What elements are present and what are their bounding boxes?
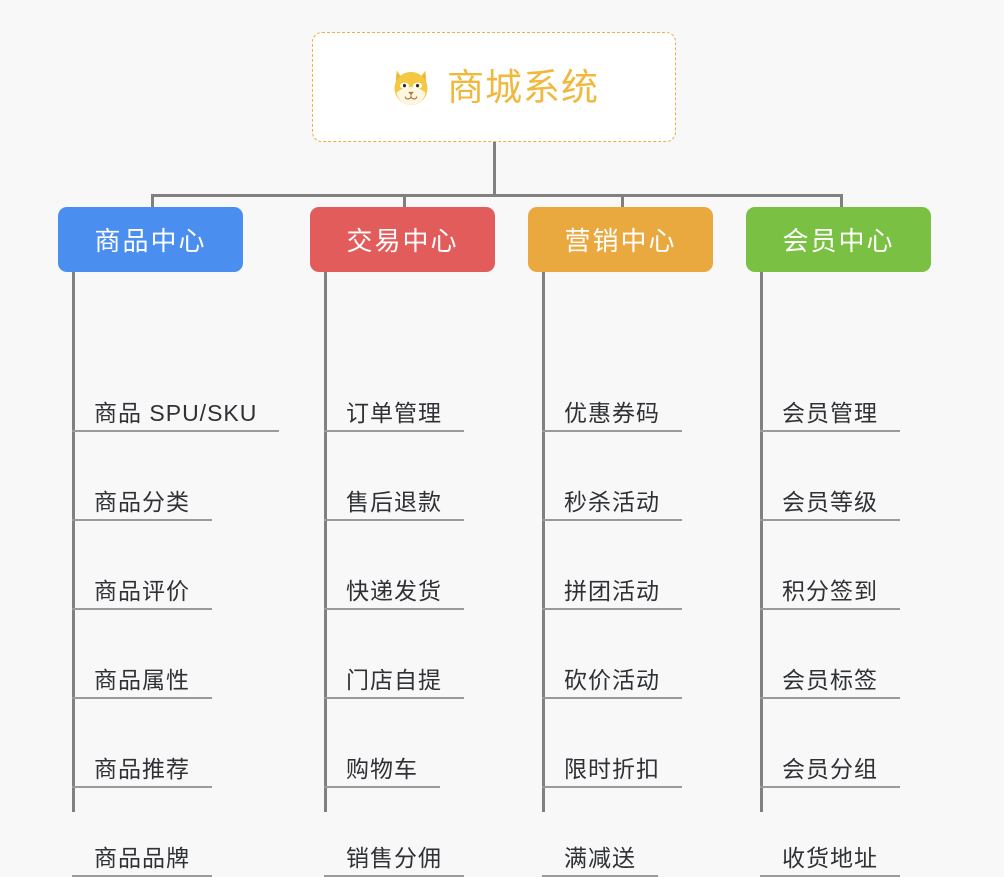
leaf-label: 购物车 — [346, 755, 418, 782]
root-title: 商城系统 — [447, 66, 599, 108]
mindmap-canvas: 商城系统 商品中心 商品 SPU/SKU 商品分类 商品评价 商品属性 — [58, 32, 931, 877]
leaf-label: 积分签到 — [782, 577, 878, 604]
leaf-item[interactable]: 砍价活动 — [542, 649, 682, 699]
branch-column-marketing: 营销中心 优惠券码 秒杀活动 拼团活动 砍价活动 限时折扣 满减送 — [528, 207, 713, 877]
leaf-item[interactable]: 优惠券码 — [542, 382, 682, 432]
branch-header-trade[interactable]: 交易中心 — [310, 207, 495, 272]
leaf-label: 商品属性 — [94, 666, 190, 693]
leaf-item[interactable]: 秒杀活动 — [542, 471, 682, 521]
branch-spine — [760, 272, 763, 812]
branch-header-label: 商品中心 — [94, 226, 207, 256]
branch-column-member: 会员中心 会员管理 会员等级 积分签到 会员标签 会员分组 收货地址 — [746, 207, 931, 877]
leaf-item[interactable]: 收货地址 — [760, 827, 900, 877]
connector-horizontal-bus — [151, 194, 843, 197]
connector-drop-3 — [621, 194, 624, 210]
branch-spine — [542, 272, 545, 812]
dog-face-icon — [394, 70, 428, 105]
leaf-label: 会员标签 — [782, 666, 878, 693]
leaf-label: 收货地址 — [782, 844, 878, 871]
leaf-label: 销售分佣 — [346, 844, 442, 871]
leaf-item[interactable]: 购物车 — [324, 738, 440, 788]
leaf-item[interactable]: 满减送 — [542, 827, 658, 877]
leaf-label: 商品品牌 — [94, 844, 190, 871]
leaf-label: 限时折扣 — [564, 755, 660, 782]
leaf-label: 会员等级 — [782, 488, 878, 515]
branch-column-product: 商品中心 商品 SPU/SKU 商品分类 商品评价 商品属性 商品推荐 商品品牌 — [58, 207, 280, 877]
leaf-label: 售后退款 — [346, 488, 442, 515]
leaf-label: 商品 SPU/SKU — [94, 399, 258, 426]
leaf-item[interactable]: 拼团活动 — [542, 560, 682, 610]
branch-header-label: 交易中心 — [346, 226, 459, 256]
leaf-item[interactable]: 门店自提 — [324, 649, 464, 699]
connector-drop-1 — [151, 194, 154, 210]
leaf-item[interactable]: 售后退款 — [324, 471, 464, 521]
leaf-label: 会员分组 — [782, 755, 878, 782]
branch-header-label: 营销中心 — [564, 226, 677, 256]
leaf-label: 秒杀活动 — [564, 488, 660, 515]
branch-header-label: 会员中心 — [782, 226, 895, 256]
branch-header-member[interactable]: 会员中心 — [746, 207, 931, 272]
branch-header-marketing[interactable]: 营销中心 — [528, 207, 713, 272]
leaf-label: 会员管理 — [782, 399, 878, 426]
leaf-label: 优惠券码 — [564, 399, 660, 426]
leaf-label: 商品评价 — [94, 577, 190, 604]
connector-root-stem — [493, 142, 496, 197]
leaf-item[interactable]: 积分签到 — [760, 560, 900, 610]
leaf-item[interactable]: 快递发货 — [324, 560, 464, 610]
leaf-item[interactable]: 商品属性 — [72, 649, 212, 699]
leaf-item[interactable]: 会员分组 — [760, 738, 900, 788]
root-node[interactable]: 商城系统 — [312, 32, 676, 142]
branch-header-product[interactable]: 商品中心 — [58, 207, 243, 272]
leaf-item[interactable]: 会员管理 — [760, 382, 900, 432]
leaf-label: 商品分类 — [94, 488, 190, 515]
branch-spine — [72, 272, 75, 812]
leaf-item[interactable]: 商品评价 — [72, 560, 212, 610]
branch-column-trade: 交易中心 订单管理 售后退款 快递发货 门店自提 购物车 销售分佣 — [310, 207, 495, 877]
branch-spine — [324, 272, 327, 812]
leaf-item[interactable]: 限时折扣 — [542, 738, 682, 788]
leaf-label: 满减送 — [564, 844, 636, 871]
leaf-item[interactable]: 订单管理 — [324, 382, 464, 432]
leaf-item[interactable]: 商品分类 — [72, 471, 212, 521]
leaf-item[interactable]: 会员等级 — [760, 471, 900, 521]
leaf-label: 拼团活动 — [564, 577, 660, 604]
leaf-label: 快递发货 — [346, 577, 442, 604]
leaf-item[interactable]: 商品推荐 — [72, 738, 212, 788]
leaf-item[interactable]: 会员标签 — [760, 649, 900, 699]
leaf-item[interactable]: 销售分佣 — [324, 827, 464, 877]
leaf-item[interactable]: 商品品牌 — [72, 827, 212, 877]
leaf-label: 商品推荐 — [94, 755, 190, 782]
leaf-label: 订单管理 — [346, 399, 442, 426]
connector-drop-2 — [403, 194, 406, 210]
leaf-label: 门店自提 — [346, 666, 442, 693]
leaf-label: 砍价活动 — [564, 666, 660, 693]
leaf-item[interactable]: 商品 SPU/SKU — [72, 382, 280, 432]
connector-drop-4 — [840, 194, 843, 210]
